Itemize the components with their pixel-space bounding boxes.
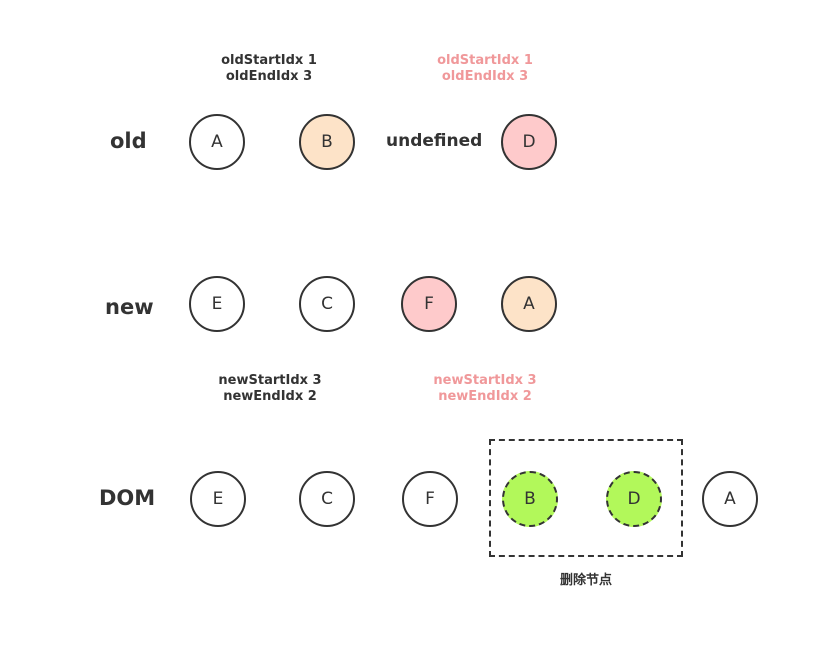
dom-node-d-removed: D — [606, 471, 662, 527]
new-end-idx-label: newEndIdx 2 — [438, 389, 532, 404]
delete-region-box — [489, 439, 683, 557]
row-label-new: new — [105, 295, 154, 319]
old-start-idx-label: oldStartIdx 1 — [437, 53, 533, 68]
old-node-undefined: undefined — [386, 131, 483, 151]
old-end-idx-label: oldEndIdx 3 — [441, 69, 529, 84]
old-node-a: A — [189, 114, 245, 170]
new-pointers-after: newStartIdx 3 newEndIdx 2 — [385, 373, 585, 405]
row-label-dom: DOM — [99, 486, 156, 510]
new-node-c: C — [299, 276, 355, 332]
delete-caption: 删除节点 — [559, 573, 612, 588]
old-end-idx-label: oldEndIdx 3 — [225, 69, 313, 84]
dom-node-e: E — [190, 471, 246, 527]
old-start-idx-label: oldStartIdx 1 — [221, 53, 317, 68]
new-node-f: F — [401, 276, 457, 332]
dom-node-f: F — [402, 471, 458, 527]
new-start-idx-label: newStartIdx 3 — [433, 373, 537, 388]
old-pointers-before: oldStartIdx 1 oldEndIdx 3 — [169, 53, 369, 85]
old-node-b: B — [299, 114, 355, 170]
old-node-d: D — [501, 114, 557, 170]
new-node-a: A — [501, 276, 557, 332]
new-node-e: E — [189, 276, 245, 332]
old-pointers-after: oldStartIdx 1 oldEndIdx 3 — [385, 53, 585, 85]
dom-node-a: A — [702, 471, 758, 527]
dom-node-c: C — [299, 471, 355, 527]
new-pointers-before: newStartIdx 3 newEndIdx 2 — [170, 373, 370, 405]
new-end-idx-label: newEndIdx 2 — [223, 389, 317, 404]
row-label-old: old — [110, 129, 147, 153]
dom-node-b-removed: B — [502, 471, 558, 527]
new-start-idx-label: newStartIdx 3 — [218, 373, 322, 388]
